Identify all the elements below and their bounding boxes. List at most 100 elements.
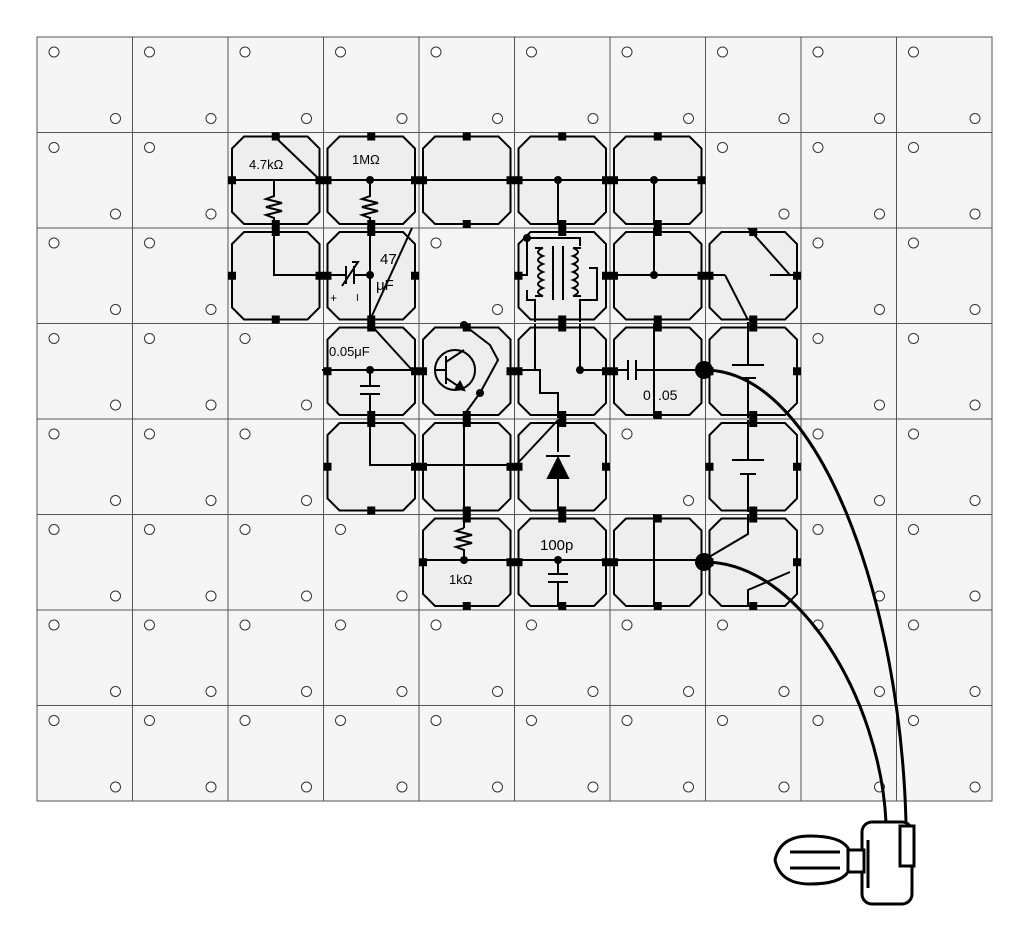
mounting-hole bbox=[812, 715, 824, 726]
component-block[interactable] bbox=[326, 422, 416, 512]
mounting-hole bbox=[205, 781, 217, 793]
junction-dot bbox=[523, 234, 531, 242]
connector-tab bbox=[419, 558, 427, 567]
connector-tab bbox=[653, 132, 662, 141]
capacitor-47uf-plus: + bbox=[330, 291, 337, 305]
mounting-hole bbox=[621, 428, 633, 440]
connector-tab bbox=[419, 367, 427, 376]
connector-tab bbox=[749, 228, 758, 236]
mounting-hole bbox=[430, 715, 442, 726]
mounting-hole bbox=[969, 781, 981, 793]
mounting-hole bbox=[969, 304, 981, 315]
mounting-hole bbox=[110, 590, 121, 602]
component-block[interactable] bbox=[708, 517, 798, 607]
connector-tab bbox=[514, 558, 523, 567]
mounting-hole bbox=[587, 113, 599, 124]
connector-tab bbox=[462, 220, 471, 228]
connector-tab bbox=[610, 558, 618, 567]
mounting-hole bbox=[239, 46, 251, 58]
component-block[interactable] bbox=[613, 326, 703, 416]
connector-tab bbox=[462, 506, 471, 515]
connector-tab bbox=[697, 176, 706, 185]
connector-tab bbox=[367, 315, 376, 324]
connector-tab bbox=[514, 176, 523, 185]
component-block[interactable] bbox=[517, 517, 607, 607]
connector-tab bbox=[323, 462, 332, 471]
mounting-hole bbox=[683, 781, 694, 793]
component-block[interactable] bbox=[708, 231, 798, 321]
capacitor-0.05uf-label: 0.05μF bbox=[329, 344, 370, 359]
connector-tab bbox=[271, 315, 280, 324]
connector-tab bbox=[411, 176, 419, 185]
mounting-hole bbox=[205, 590, 217, 602]
mounting-hole bbox=[239, 333, 251, 344]
mounting-hole bbox=[110, 686, 121, 697]
earphone-cord[interactable] bbox=[703, 368, 908, 823]
mounting-hole bbox=[717, 46, 728, 58]
component-block[interactable] bbox=[422, 326, 512, 416]
component-block[interactable] bbox=[517, 326, 607, 416]
component-block[interactable] bbox=[708, 422, 798, 512]
mounting-hole bbox=[396, 686, 408, 697]
mounting-hole bbox=[778, 686, 790, 697]
mounting-hole bbox=[874, 304, 885, 315]
mounting-hole bbox=[144, 142, 155, 153]
capacitor-0.05-label-b: .05 bbox=[658, 387, 678, 403]
earphone-icon[interactable] bbox=[773, 820, 916, 906]
mounting-hole bbox=[396, 590, 408, 602]
mounting-hole bbox=[110, 113, 121, 124]
mounting-hole bbox=[48, 142, 60, 153]
mounting-hole bbox=[874, 686, 885, 697]
connector-tab bbox=[558, 514, 567, 523]
mounting-hole bbox=[717, 142, 728, 153]
connector-tab bbox=[514, 462, 523, 471]
connector-tab bbox=[558, 419, 567, 427]
connector-tab bbox=[514, 367, 523, 376]
connector-tab bbox=[602, 367, 610, 376]
connector-tab bbox=[367, 506, 376, 515]
mounting-hole bbox=[430, 237, 442, 249]
connector-tab bbox=[462, 323, 471, 332]
connector-tab bbox=[558, 411, 567, 419]
mounting-hole bbox=[874, 399, 885, 411]
connector-tab bbox=[653, 220, 662, 228]
mounting-hole bbox=[683, 495, 694, 506]
mounting-hole bbox=[969, 590, 981, 602]
capacitor-47uf-minus: I bbox=[356, 293, 359, 304]
mounting-hole bbox=[205, 113, 217, 124]
connector-tab bbox=[462, 514, 471, 523]
mounting-hole bbox=[396, 781, 408, 793]
connector-tab bbox=[367, 411, 376, 419]
mounting-hole bbox=[969, 113, 981, 124]
mounting-hole bbox=[110, 495, 121, 506]
connector-tab bbox=[558, 220, 567, 228]
mounting-hole bbox=[778, 781, 790, 793]
mounting-hole bbox=[205, 495, 217, 506]
component-labels: 4.7kΩ 1MΩ 47 μF + I 0.05μF 0 .05 100p 1k… bbox=[249, 152, 678, 587]
connector-tab bbox=[506, 558, 515, 567]
connector-tab bbox=[419, 176, 427, 185]
component-block[interactable] bbox=[708, 326, 798, 416]
junction-dot bbox=[476, 389, 484, 397]
mounting-hole bbox=[144, 715, 155, 726]
connector-tab bbox=[411, 462, 419, 471]
transformer-symbol bbox=[535, 246, 581, 300]
mounting-hole bbox=[908, 619, 919, 631]
mounting-hole bbox=[48, 237, 60, 249]
connector-tab bbox=[558, 323, 567, 332]
mounting-hole bbox=[144, 333, 155, 344]
capacitor-100p-label: 100p bbox=[540, 537, 573, 554]
mounting-hole bbox=[908, 333, 919, 344]
mounting-hole bbox=[335, 46, 346, 58]
connector-tab bbox=[315, 271, 324, 280]
battery-2-symbol bbox=[732, 459, 764, 475]
component-block[interactable] bbox=[613, 517, 703, 607]
connector-tab bbox=[323, 367, 332, 376]
connector-tab bbox=[462, 419, 471, 427]
mounting-hole bbox=[48, 619, 60, 631]
mounting-hole bbox=[301, 495, 312, 506]
connector-tab bbox=[705, 271, 714, 280]
mounting-hole bbox=[335, 524, 346, 535]
connector-tab bbox=[653, 411, 662, 419]
component-block[interactable] bbox=[422, 422, 512, 512]
